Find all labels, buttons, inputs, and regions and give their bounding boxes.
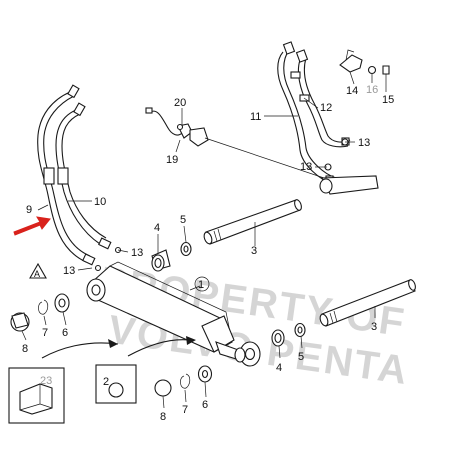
- tie-bar-end: [319, 178, 333, 194]
- shaft-lower: [319, 279, 416, 327]
- bracket-assembly: [339, 49, 390, 82]
- callout-6-right: 6: [202, 399, 208, 411]
- hose-fitting-icon: [282, 41, 296, 55]
- callout-labels: 1 2 3 3 4 4 5 5 6 6 7 7 8 8 9 10 11 12 1…: [22, 84, 394, 423]
- warning-triangle-icon: [29, 262, 47, 279]
- callout-12: 12: [320, 102, 332, 114]
- bushing-upper: [151, 241, 192, 272]
- hose-clamp-icon: [290, 71, 301, 79]
- upper-hose-assembly: [277, 41, 351, 185]
- curved-arrow: [127, 339, 191, 357]
- callout-19: 19: [166, 154, 178, 166]
- callout-4-upper: 4: [154, 222, 160, 234]
- callout-13-right: 13: [358, 137, 370, 149]
- callout-4-lower: 4: [276, 362, 282, 374]
- seal-kit-icon: [108, 382, 124, 398]
- hose-fitting-icon: [98, 237, 112, 250]
- hose-fitting-icon: [67, 84, 80, 99]
- callout-11: 11: [250, 111, 261, 123]
- callout-15: 15: [382, 94, 394, 106]
- callout-14: 14: [346, 85, 358, 97]
- clip-icon: [180, 373, 191, 389]
- callout-13-left-lower: 13: [63, 265, 75, 277]
- callout-2: 2: [103, 376, 109, 388]
- callout-1: 1: [198, 279, 204, 291]
- callout-13-mid: 13: [300, 161, 312, 173]
- hose-sleeve-icon: [57, 167, 69, 185]
- washer-icon: [94, 264, 102, 272]
- hose-fitting-icon: [73, 102, 86, 117]
- sensor-assembly: [145, 107, 209, 147]
- callout-7-right: 7: [182, 404, 188, 416]
- callout-10: 10: [94, 196, 106, 208]
- red-arrow-icon: [13, 216, 51, 236]
- callout-circle: [194, 276, 210, 292]
- inset-2: [95, 364, 137, 404]
- hydraulic-cylinder: [86, 261, 261, 367]
- callout-23: 23: [40, 375, 52, 387]
- bushing-lower: [271, 322, 306, 347]
- callout-3-upper: 3: [251, 245, 257, 257]
- cap-icon: [154, 379, 172, 397]
- clip-icon: [38, 299, 49, 315]
- left-hardware: [10, 293, 70, 332]
- callout-A: A: [34, 269, 40, 279]
- inset-23: [8, 367, 65, 424]
- bolt-icon: [176, 123, 184, 131]
- washer-icon: [367, 65, 377, 75]
- sensor-bracket-icon: [189, 127, 209, 147]
- reference-line: [204, 137, 346, 186]
- leader-lines: [21, 71, 387, 409]
- callout-8-left: 8: [22, 343, 28, 355]
- bracket-icon: [339, 54, 363, 73]
- cylinder-head: [201, 315, 235, 353]
- hose-fitting-icon: [82, 253, 96, 266]
- callout-3-lower: 3: [371, 321, 377, 333]
- bolt-icon: [382, 65, 390, 75]
- callout-9: 9: [26, 204, 32, 216]
- hose-sleeve-icon: [43, 167, 55, 185]
- tie-bar: [319, 175, 379, 195]
- callout-6-left: 6: [62, 327, 68, 339]
- hose-fitting-icon: [295, 49, 309, 63]
- callout-20: 20: [174, 97, 186, 109]
- connector-icon: [145, 107, 153, 114]
- arrow-head-icon: [108, 339, 118, 348]
- watermark: PROPERTY OF VOLVO PENTA: [97, 259, 411, 393]
- callout-5-lower: 5: [298, 351, 304, 363]
- shaft-upper: [203, 199, 302, 245]
- arrow-head-icon: [186, 336, 196, 345]
- right-hardware: [154, 365, 213, 397]
- callout-13-left-upper: 13: [131, 247, 143, 259]
- callout-8-right: 8: [160, 411, 166, 423]
- callout-16: 16: [366, 84, 378, 96]
- callout-7-left: 7: [42, 327, 48, 339]
- callout-5-upper: 5: [180, 214, 186, 226]
- left-hose-assembly: [37, 84, 122, 272]
